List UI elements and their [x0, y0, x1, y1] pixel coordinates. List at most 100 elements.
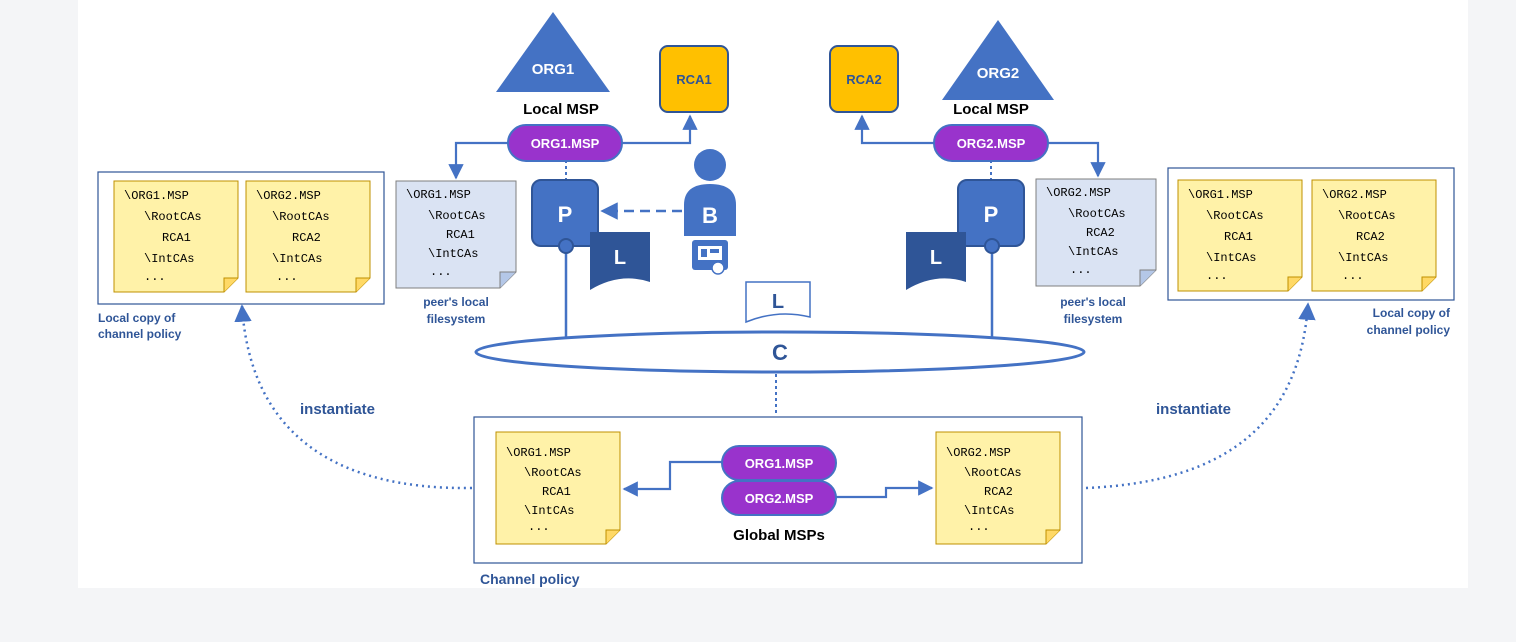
arrow-org2-msp-to-rca2 — [854, 114, 936, 145]
doc-line: \RootCAs — [1206, 209, 1264, 223]
arrow-global-org2-to-note — [836, 480, 934, 499]
doc-line: RCA2 — [1086, 226, 1115, 240]
ledger1-doc — [590, 232, 650, 290]
doc-line: \IntCAs — [964, 504, 1014, 518]
rca2-box — [829, 45, 899, 113]
doc-line: \RootCAs — [524, 466, 582, 480]
channel-policy-label: Channel policy — [480, 571, 580, 587]
doc-line: \ORG2.MSP — [1322, 188, 1387, 202]
doc-line: \ORG2.MSP — [1046, 186, 1111, 200]
doc-line: \RootCAs — [1068, 207, 1126, 221]
policy-note-org2: \ORG2.MSP \RootCAs RCA2 \IntCAs ... — [935, 431, 1061, 545]
doc-line: \RootCAs — [1338, 209, 1396, 223]
doc-line: ... — [430, 265, 452, 279]
org2-fs-doc: \ORG2.MSP \RootCAs RCA2 \IntCAs ... — [1035, 178, 1157, 287]
doc-line: \RootCAs — [144, 210, 202, 224]
global-msps-label: Global MSPs — [733, 527, 825, 544]
admin-head — [694, 149, 726, 181]
org1-local-msp-text: ORG1.MSP — [531, 136, 600, 151]
doc-line: \ORG1.MSP — [406, 188, 471, 202]
local-copy-label-right-1: Local copy of — [1373, 306, 1451, 320]
doc-line: \IntCAs — [1338, 251, 1388, 265]
msp-note-org1-left: \ORG1.MSP \RootCAs RCA1 \IntCAs ... — [113, 180, 239, 293]
local-copy-label-right-2: channel policy — [1367, 323, 1451, 337]
org2-label: ORG2 — [977, 65, 1020, 82]
doc-line: ... — [1206, 269, 1228, 283]
rca2-label: RCA2 — [846, 72, 881, 87]
doc-line: ... — [968, 520, 990, 534]
doc-line: RCA2 — [1356, 230, 1385, 244]
peer1-label: P — [558, 202, 573, 227]
doc-line: \RootCAs — [428, 209, 486, 223]
doc-line: RCA1 — [162, 231, 191, 245]
admin-body — [684, 184, 736, 236]
doc-line: ... — [276, 270, 298, 284]
global-msp-org1-text: ORG1.MSP — [745, 456, 814, 471]
org2-local-msp-pill — [933, 124, 1049, 162]
arrow-org1-msp-to-fs — [448, 141, 510, 180]
peer1-port — [558, 238, 574, 254]
doc-line: \IntCAs — [1068, 245, 1118, 259]
channel-label: C — [772, 340, 788, 365]
channel-ledger-label: L — [772, 291, 784, 313]
peer2-label: P — [984, 202, 999, 227]
global-msp-org2-pill — [721, 480, 837, 516]
doc-line: \ORG1.MSP — [506, 446, 571, 460]
rca1-box — [659, 45, 729, 113]
rca1-label: RCA1 — [676, 72, 711, 87]
org1-fs-label-1: peer's local — [423, 295, 489, 309]
doc-line: RCA1 — [542, 485, 571, 499]
peer2-port — [984, 238, 1000, 254]
doc-line: \IntCAs — [272, 252, 322, 266]
ledger2-label: L — [930, 247, 942, 269]
org1-label: ORG1 — [532, 61, 575, 78]
org1-fs-doc: \ORG1.MSP \RootCAs RCA1 \IntCAs ... — [395, 180, 517, 289]
doc-line: \IntCAs — [144, 252, 194, 266]
ledger2-doc — [906, 232, 966, 290]
ledger1-label: L — [614, 247, 626, 269]
doc-line: ... — [1342, 269, 1364, 283]
doc-line: \ORG1.MSP — [1188, 188, 1253, 202]
org1-local-msp-label: Local MSP — [523, 101, 599, 118]
doc-line: \IntCAs — [428, 247, 478, 261]
org2-fs-label-1: peer's local — [1060, 295, 1126, 309]
arrow-org2-msp-to-fs — [1048, 141, 1106, 178]
org1-local-msp-pill — [507, 124, 623, 162]
global-msp-org2-text: ORG2.MSP — [745, 491, 814, 506]
doc-line: RCA2 — [292, 231, 321, 245]
org2-local-msp-text: ORG2.MSP — [957, 136, 1026, 151]
doc-line: \ORG1.MSP — [124, 189, 189, 203]
channel-ledger-doc — [745, 281, 811, 324]
doc-line: \RootCAs — [964, 466, 1022, 480]
org2-local-msp-label: Local MSP — [953, 101, 1029, 118]
arrow-org1-msp-to-rca1 — [622, 114, 698, 145]
instantiate-arrow-left — [234, 304, 473, 490]
doc-line: \ORG2.MSP — [256, 189, 321, 203]
doc-line: RCA2 — [984, 485, 1013, 499]
org2-fs-label-2: filesystem — [1064, 312, 1123, 326]
msp-note-org2-left: \ORG2.MSP \RootCAs RCA2 \IntCAs ... — [245, 180, 371, 293]
admin-label: B — [702, 203, 718, 228]
doc-line: \IntCAs — [1206, 251, 1256, 265]
org1-fs-label-2: filesystem — [427, 312, 486, 326]
arrow-global-org1-to-note — [622, 460, 722, 497]
channel-ellipse — [474, 330, 1086, 374]
doc-line: \ORG2.MSP — [946, 446, 1011, 460]
local-copy-label-left-1: Local copy of — [98, 311, 176, 325]
doc-line: RCA1 — [446, 228, 475, 242]
instantiate-label-right: instantiate — [1156, 401, 1231, 418]
policy-note-org1: \ORG1.MSP \RootCAs RCA1 \IntCAs ... — [495, 431, 621, 545]
doc-line: \IntCAs — [524, 504, 574, 518]
org2-triangle — [942, 20, 1054, 100]
org1-triangle — [496, 12, 610, 92]
local-copy-label-left-2: channel policy — [98, 327, 182, 341]
instantiate-label-left: instantiate — [300, 401, 375, 418]
instantiate-arrow-right — [1085, 302, 1316, 490]
doc-line: ... — [1070, 263, 1092, 277]
cert-seal-icon — [711, 261, 725, 275]
msp-note-org2-right: \ORG2.MSP \RootCAs RCA2 \IntCAs ... — [1311, 179, 1437, 292]
doc-line: RCA1 — [1224, 230, 1253, 244]
msp-note-org1-right: \ORG1.MSP \RootCAs RCA1 \IntCAs ... — [1177, 179, 1303, 292]
doc-line: ... — [144, 270, 166, 284]
